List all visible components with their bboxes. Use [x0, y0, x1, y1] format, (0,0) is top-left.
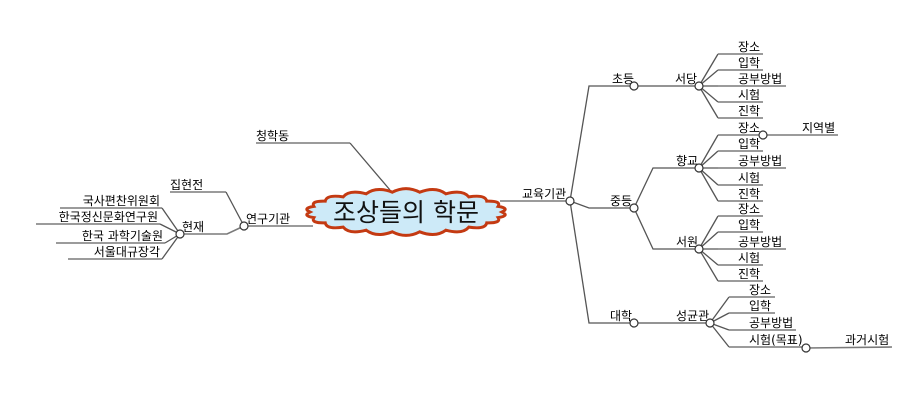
connector-line	[633, 167, 699, 209]
leaf-topic[interactable]: 장소	[749, 283, 771, 297]
leaf-topic[interactable]: 시험	[738, 171, 760, 185]
leaf-topic[interactable]: 장소	[738, 202, 760, 216]
topic-present-child[interactable]: 국사편찬위원회	[83, 193, 160, 208]
connector-line	[709, 322, 730, 348]
connector-line	[698, 248, 719, 282]
topic-education[interactable]: 교육기관	[522, 187, 566, 201]
connector-line	[633, 207, 699, 250]
topic-jiphyeonjeon[interactable]: 집현전	[170, 178, 203, 192]
topic-middle[interactable]: 중등	[610, 194, 632, 208]
hyanggyo-toggle[interactable]	[694, 163, 704, 173]
connector-line	[161, 207, 181, 235]
sunggyungwan-toggle[interactable]	[705, 318, 715, 328]
connector-line	[161, 233, 181, 260]
place-toggle[interactable]	[758, 130, 768, 140]
leaf-topic[interactable]: 공부방법	[738, 154, 782, 168]
connector-line	[698, 167, 719, 202]
connector-line	[569, 200, 634, 324]
elementary-toggle[interactable]	[629, 81, 639, 91]
leaf-topic[interactable]: 공부방법	[738, 235, 782, 249]
connector-line	[805, 346, 893, 349]
leaf-topic[interactable]: 장소	[738, 121, 760, 135]
topic-gwageo-exam[interactable]: 과거시험	[845, 333, 889, 347]
middle-toggle[interactable]	[629, 203, 639, 213]
exam-toggle[interactable]	[801, 343, 811, 353]
connector-line	[569, 85, 634, 202]
topic-present[interactable]: 현재	[182, 220, 204, 234]
topic-seowon[interactable]: 서원	[676, 235, 698, 249]
topic-cheonghakdong[interactable]: 청학동	[256, 129, 289, 143]
connector-line	[698, 53, 719, 87]
leaf-topic[interactable]: 진학	[738, 187, 760, 201]
leaf-topic[interactable]: 시험	[738, 251, 760, 265]
connector-line	[698, 134, 719, 169]
present-toggle[interactable]	[175, 229, 185, 239]
leaf-topic[interactable]: 공부방법	[749, 316, 793, 330]
connector-line	[225, 191, 245, 227]
leaf-topic[interactable]: 입학	[738, 137, 760, 151]
leaf-topic[interactable]: 입학	[738, 218, 760, 232]
leaf-topic[interactable]: 장소	[738, 40, 760, 54]
topic-research-institutions[interactable]: 연구기관	[246, 212, 290, 226]
leaf-topic[interactable]: 진학	[738, 104, 760, 118]
connector-line	[569, 200, 634, 209]
topic-seodang[interactable]: 서당	[675, 72, 697, 86]
leaf-topic[interactable]: 진학	[738, 267, 760, 281]
university-toggle[interactable]	[629, 318, 639, 328]
connector-line	[709, 296, 730, 324]
research-toggle[interactable]	[239, 221, 249, 231]
leaf-topic[interactable]: 시험	[738, 88, 760, 102]
connector-line	[349, 142, 391, 191]
central-topic[interactable]: 조상들의 학문	[333, 198, 479, 227]
connector-line	[180, 225, 245, 235]
seowon-toggle[interactable]	[694, 244, 704, 254]
topic-present-child[interactable]: 한국정신문화연구원	[59, 210, 158, 224]
leaf-topic[interactable]: 시험(목표)	[749, 333, 803, 347]
topic-university[interactable]: 대학	[610, 309, 632, 323]
topic-elementary[interactable]: 초등	[612, 72, 634, 86]
education-toggle[interactable]	[565, 196, 575, 206]
topic-hyanggyo[interactable]: 향교	[676, 154, 698, 168]
central-topic-cloud[interactable]	[305, 187, 507, 237]
leaf-topic[interactable]: 입학	[738, 56, 760, 70]
topic-sunggyungwan[interactable]: 성균관	[676, 309, 709, 323]
seodang-toggle[interactable]	[694, 81, 704, 91]
connector-line	[698, 85, 719, 119]
leaf-topic[interactable]: 입학	[749, 299, 771, 313]
topic-regional[interactable]: 지역별	[802, 121, 835, 135]
connector-line	[698, 215, 719, 250]
topic-present-child[interactable]: 한국 과학기술원	[82, 229, 163, 243]
leaf-topic[interactable]: 공부방법	[738, 72, 782, 86]
topic-present-child[interactable]: 서울대규장각	[94, 245, 160, 259]
